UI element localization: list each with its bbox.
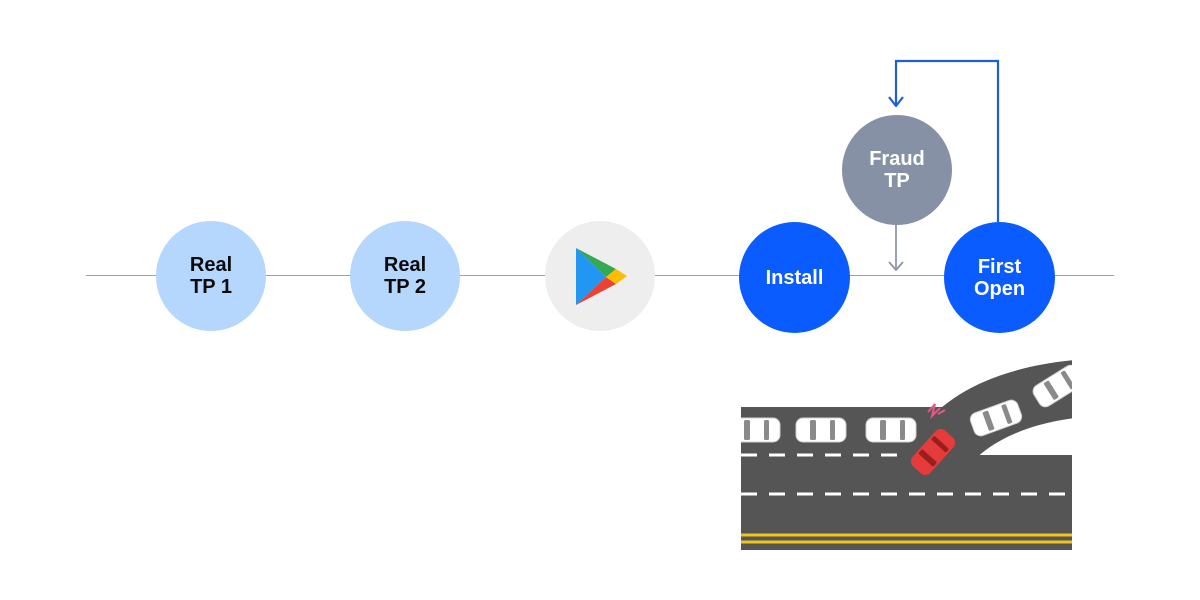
node-real-tp-2: Real TP 2 [350,221,460,331]
node-label-line2: TP [884,170,910,192]
collision-spark-2 [937,409,946,415]
google-play-icon [576,248,627,305]
loop-arrowhead [888,96,904,108]
node-fraud-tp: Fraud TP [842,115,952,225]
node-label-line1: First [977,255,1022,278]
car-1 [741,417,781,443]
cutting-car [910,429,956,475]
node-first-open: First Open [944,222,1055,333]
car-2 [795,417,847,443]
node-label-line2: Open [973,277,1026,300]
node-label-line1: Real [383,254,427,276]
node-label-line1: Real [189,254,233,276]
node-label-line2: TP 2 [384,276,426,298]
fraud-down-arrowhead [888,261,904,271]
node-play-store [545,221,655,331]
loop-arrow [894,59,1000,222]
node-install: Install [739,222,850,333]
node-real-tp-1: Real TP 1 [156,221,266,331]
node-label-line1: Fraud [869,148,925,170]
car-3 [865,417,917,443]
node-label: Install [765,266,824,289]
node-label-line2: TP 1 [190,276,232,298]
collision-spark [927,403,941,420]
